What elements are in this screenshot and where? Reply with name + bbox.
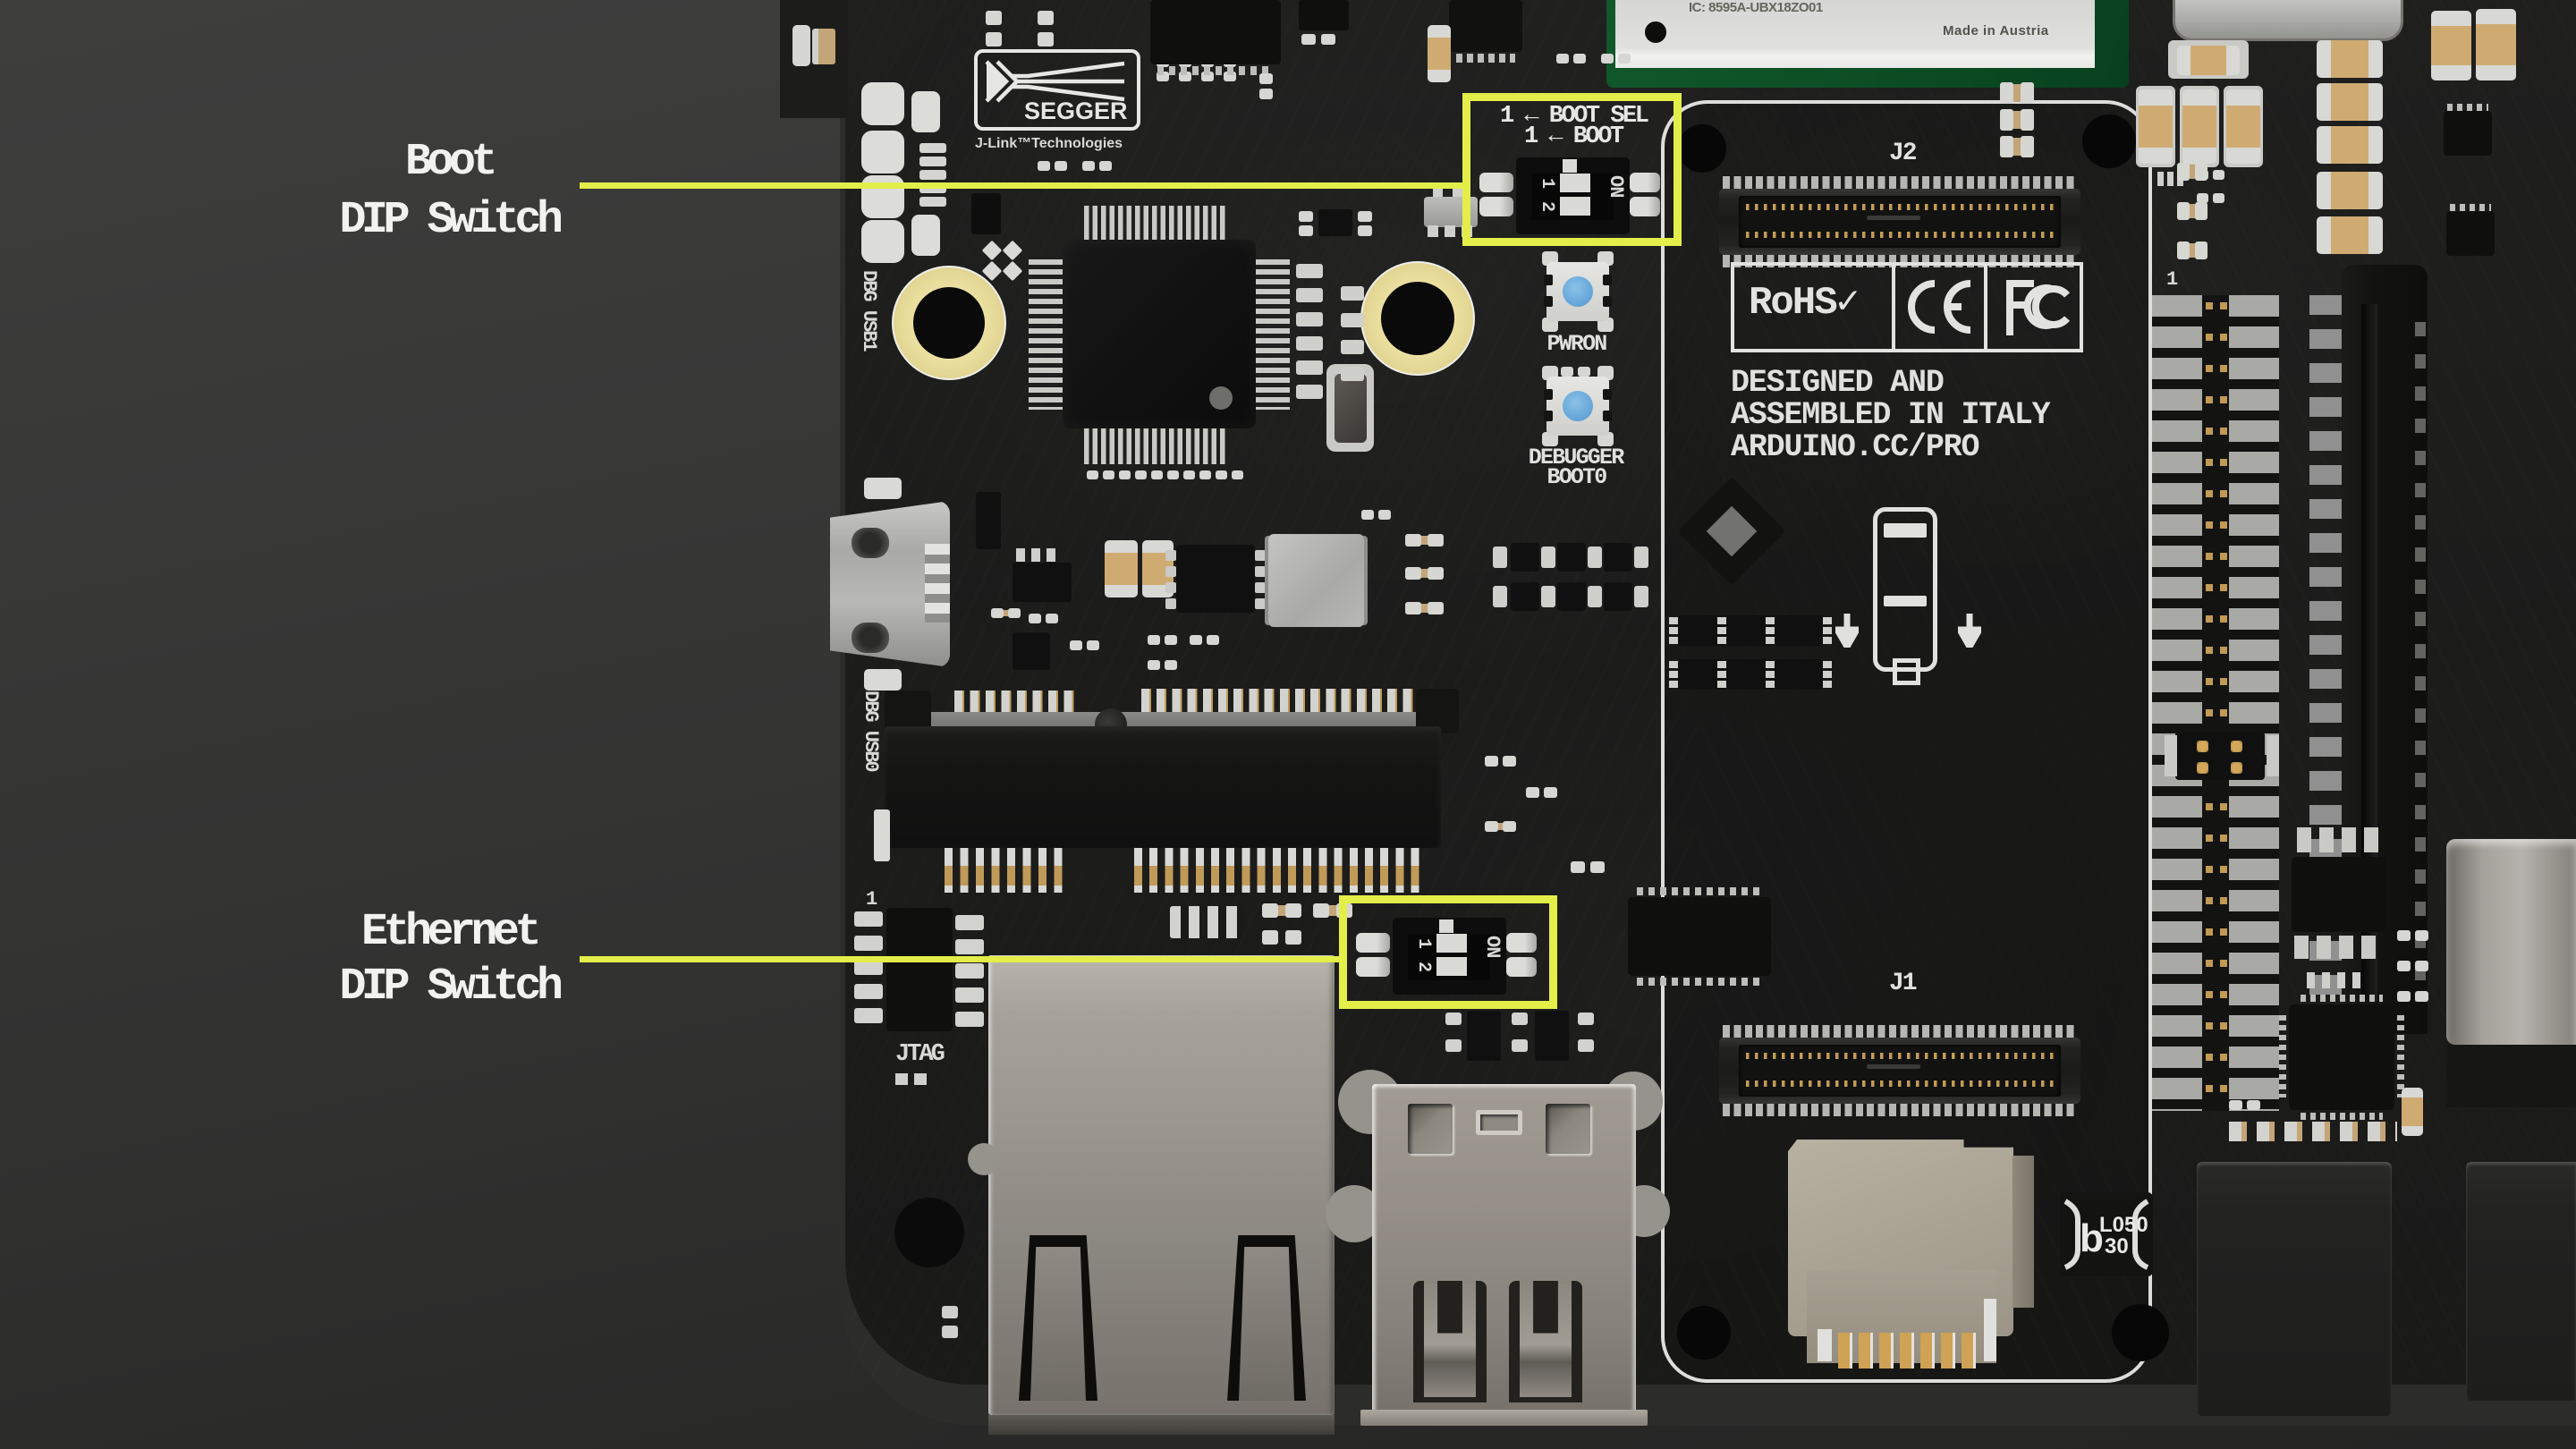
svg-text:L050: L050 [2099,1213,2148,1237]
svg-text:30: 30 [2105,1234,2129,1258]
svg-text:SEGGER: SEGGER [1024,97,1128,124]
svg-text:b: b [2080,1216,2104,1260]
